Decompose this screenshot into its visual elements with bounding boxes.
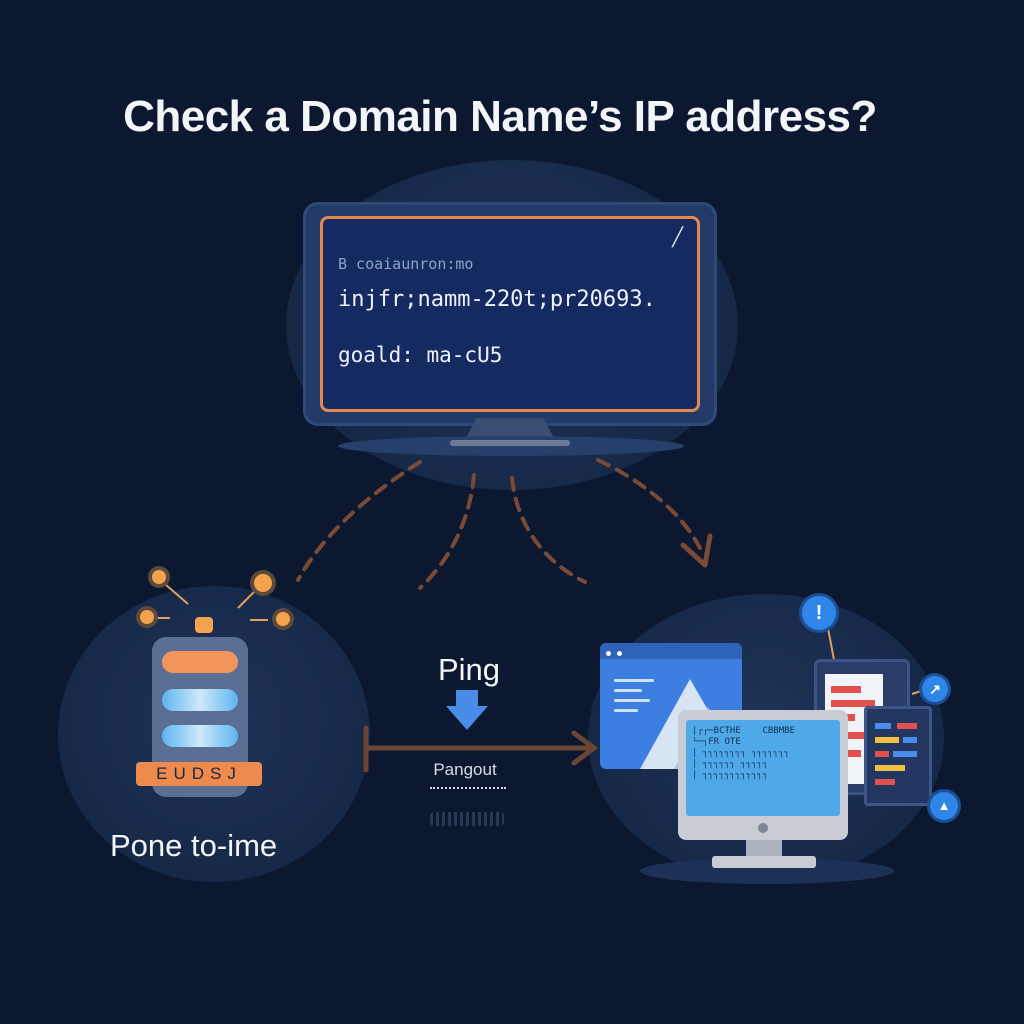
down-arrow-icon — [446, 690, 488, 730]
network-node-icon — [254, 574, 272, 592]
network-node-icon — [140, 610, 154, 624]
left-caption: Pone to-ime — [110, 828, 278, 863]
info-icon: ! — [802, 596, 836, 630]
screen-text-line: │ ┐┐┐┐┐┐ ┐┐┐┐┐ — [692, 759, 768, 769]
power-button-icon — [758, 823, 768, 833]
dashed-link-left — [296, 460, 422, 582]
computer-stand — [746, 840, 782, 860]
screen-text-line: └─┐FR OTE — [692, 737, 741, 747]
pangout-label: Pangout — [433, 760, 497, 779]
network-node-icon — [152, 570, 166, 584]
monitor-base — [338, 436, 684, 456]
server-drive-bar — [162, 725, 238, 747]
dashboard-window — [864, 706, 932, 806]
computer-screen: │┌┌─BCTHE CBBMBE └─┐FR OTE │ ┐┐┐┐┐┐┐┐ ┐┐… — [686, 720, 840, 816]
upload-icon: ▲ — [930, 792, 958, 820]
pen-icon: ╱ — [672, 227, 683, 247]
server-antenna — [195, 617, 213, 633]
browser-titlebar — [600, 643, 742, 659]
link-icon: ↗ — [922, 676, 948, 702]
page-title: Check a Domain Name’s IP address? — [123, 92, 877, 141]
screen-text-line: │┌┌─BCTHE CBBMBE — [692, 726, 795, 736]
dashed-link-right — [596, 458, 702, 550]
dotted-divider — [430, 787, 506, 789]
monitor-stand — [466, 418, 554, 438]
server-status-bar — [162, 651, 238, 673]
server-label: EUDSJ — [136, 762, 262, 786]
dashed-link-center-left — [418, 473, 476, 590]
blurred-text — [430, 812, 504, 826]
dashed-link-center-right — [510, 476, 587, 584]
screen-text-line: │ ┐┐┐┐┐┐┐┐ ┐┐┐┐┐┐┐ — [692, 748, 790, 758]
computer-base — [712, 856, 816, 868]
terminal-command: injfr;namm-220t;pr20693. — [338, 287, 656, 312]
desktop-computer: │┌┌─BCTHE CBBMBE └─┐FR OTE │ ┐┐┐┐┐┐┐┐ ┐┐… — [678, 710, 848, 840]
terminal-header-line: B coaiaunron:mo — [338, 255, 474, 273]
arrowhead-right — [680, 533, 713, 568]
network-node-icon — [276, 612, 290, 626]
terminal-result: goald: ma-cU5 — [338, 343, 503, 367]
terminal-screen: ╱ B coaiaunron:mo injfr;namm-220t;pr2069… — [320, 216, 700, 412]
terminal-monitor: ╱ B coaiaunron:mo injfr;namm-220t;pr2069… — [306, 205, 714, 423]
screen-text-line: │ ┐┐┐┐┐┐┐┐┐┐┐┐ — [692, 770, 768, 780]
ping-arrowhead — [571, 730, 599, 766]
server-drive-bar — [162, 689, 238, 711]
node-link — [827, 627, 835, 661]
ping-label: Ping — [437, 652, 501, 687]
